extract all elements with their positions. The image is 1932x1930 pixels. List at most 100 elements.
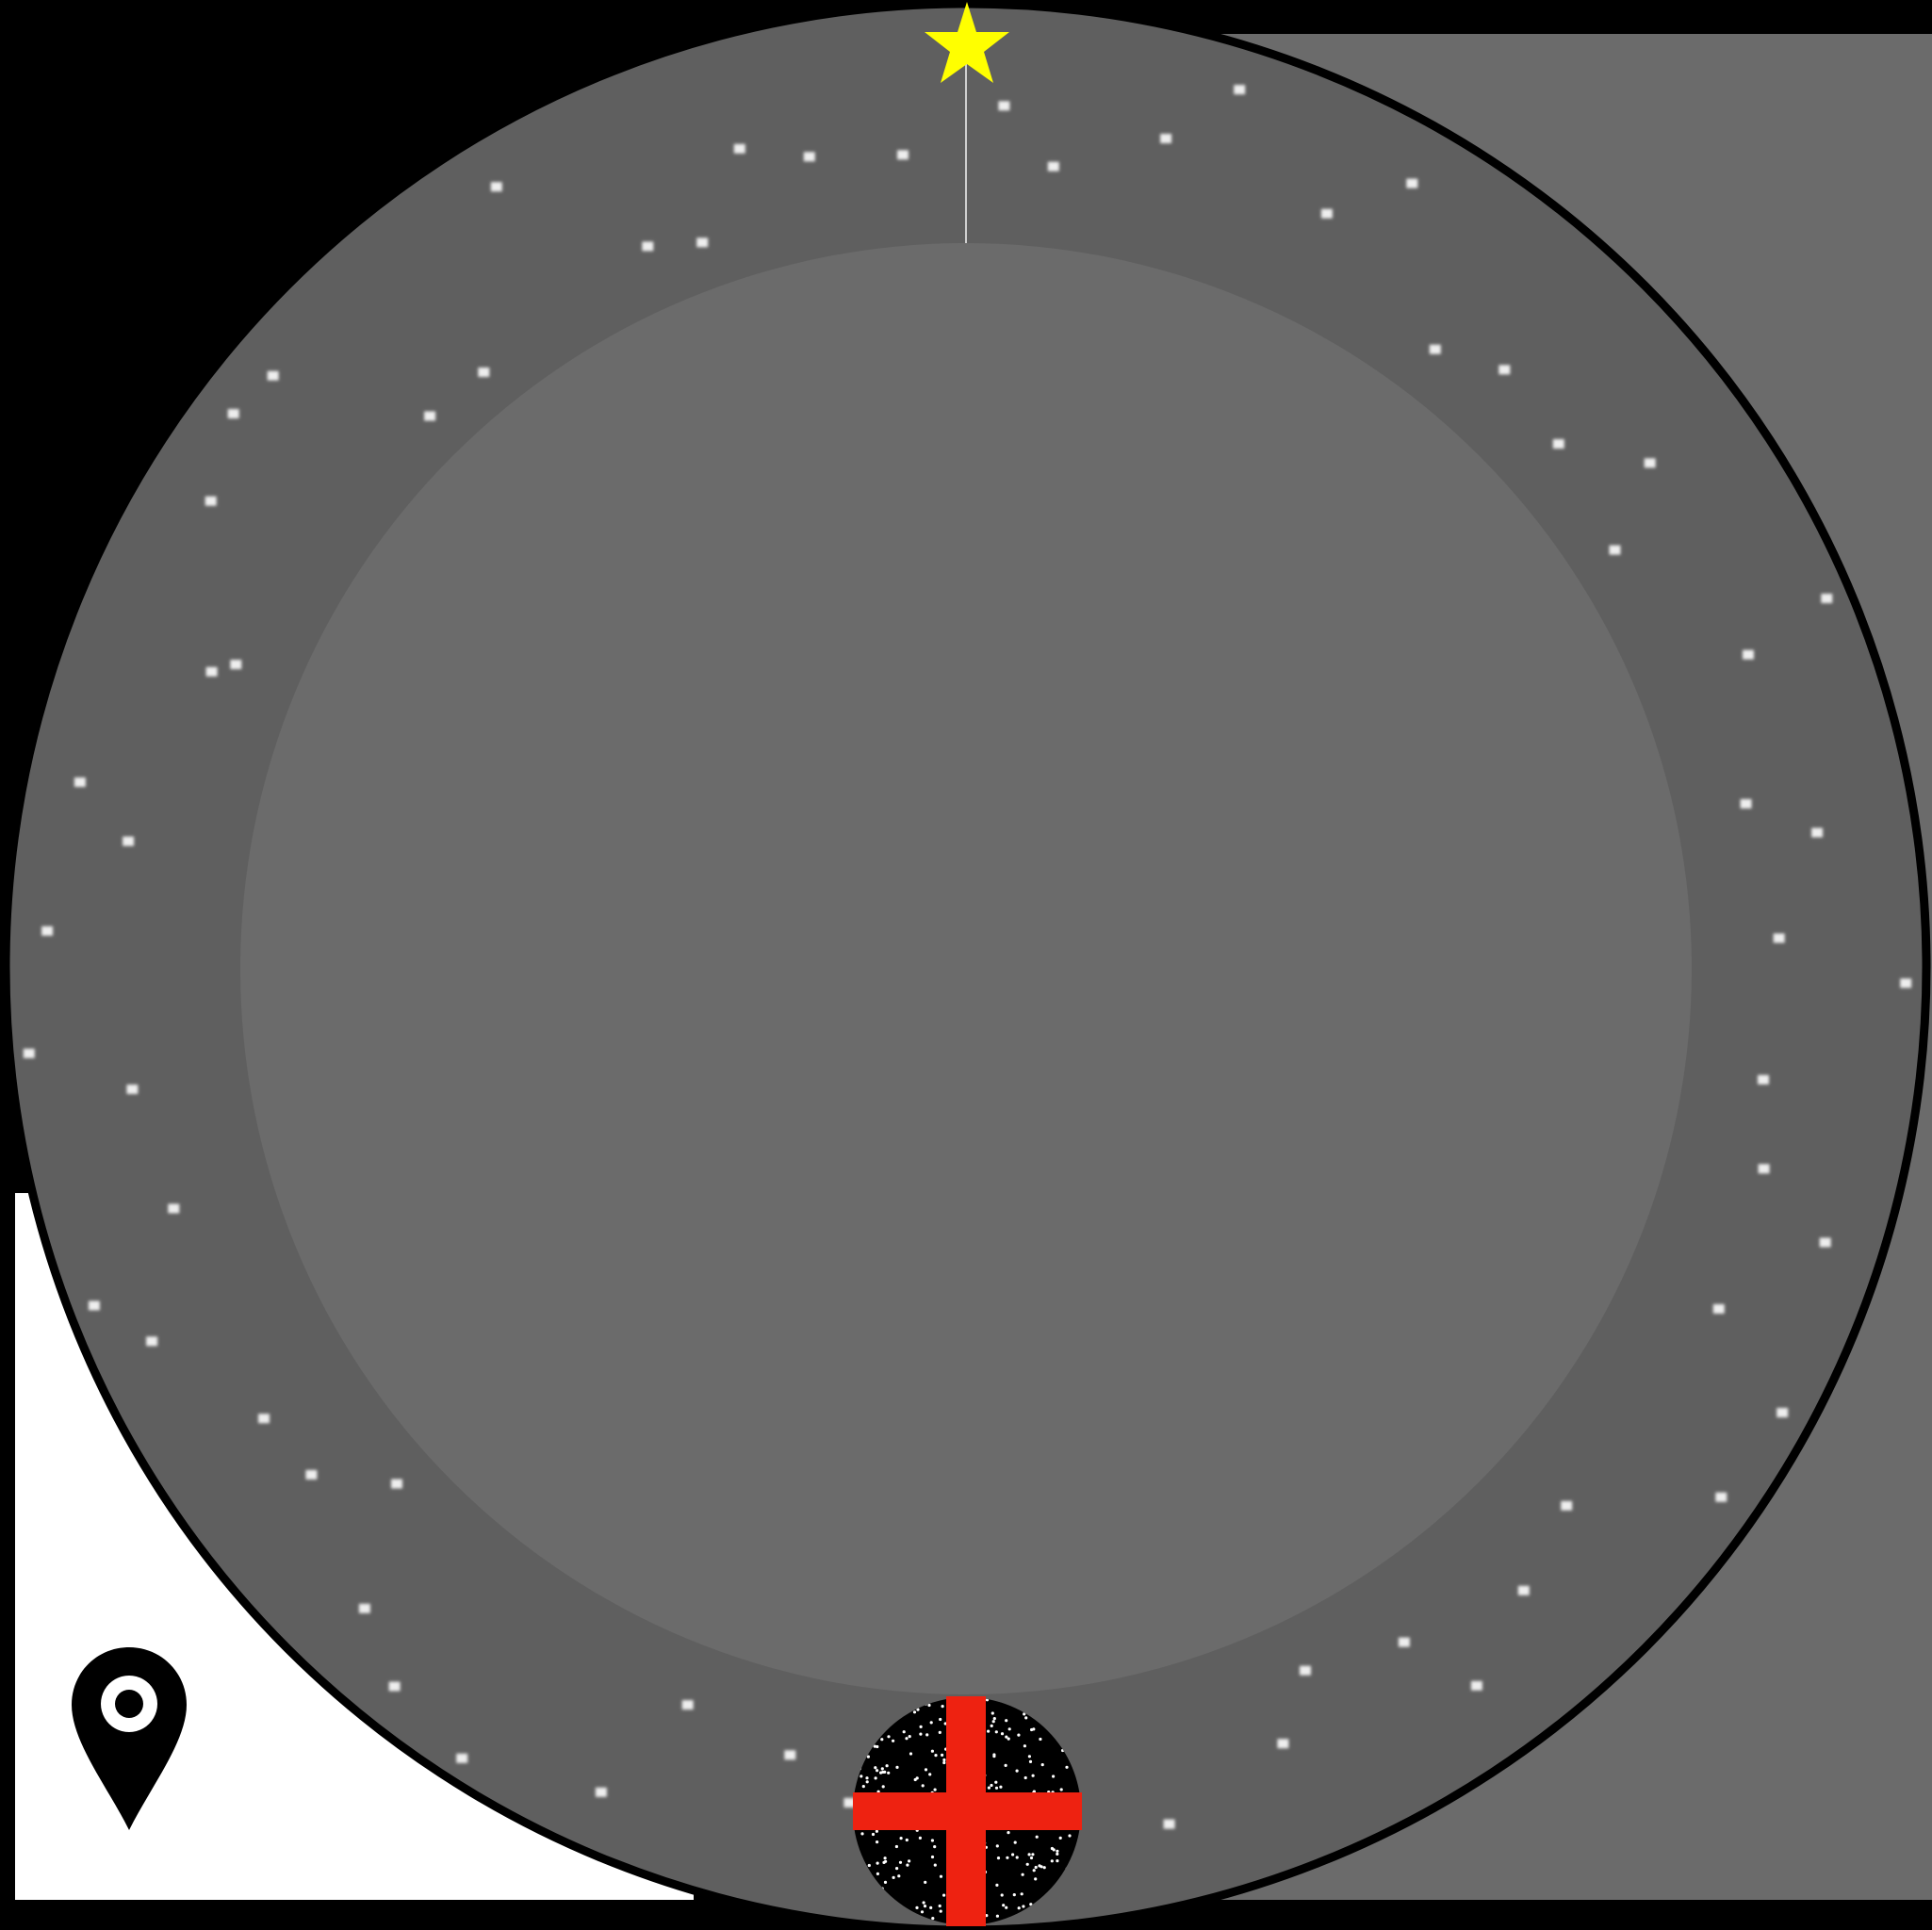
cursor-dot (884, 1856, 887, 1859)
cursor-dot (1051, 1859, 1054, 1862)
ring-particle (1300, 1666, 1311, 1676)
cursor-dot (1001, 1732, 1004, 1735)
ring-particle (123, 837, 134, 846)
cursor-dot (1039, 1738, 1041, 1741)
cursor-dot (1008, 1727, 1011, 1730)
cursor-dot (922, 1784, 925, 1787)
cursor-dot (875, 1776, 877, 1779)
cursor-dot (1016, 1770, 1019, 1773)
cursor-dot (939, 1905, 941, 1907)
cursor-dot (992, 1755, 995, 1758)
cursor-dot (1016, 1856, 1019, 1858)
cursor-dot (923, 1901, 925, 1904)
cursor-dot (860, 1775, 862, 1777)
cursor-dot (1043, 1866, 1046, 1869)
ring-particle (1399, 1638, 1410, 1647)
cursor-dot (925, 1768, 927, 1771)
ring-particle (1743, 650, 1754, 660)
ring-particle (596, 1788, 607, 1797)
map-pin-icon[interactable] (72, 1647, 187, 1830)
cursor-dot (927, 1704, 930, 1707)
cursor-dot (887, 1772, 890, 1775)
ring-particle (804, 152, 815, 161)
ring-particle (1518, 1586, 1530, 1595)
cursor-dot (916, 1776, 919, 1779)
ring-particle (205, 497, 217, 506)
ring-particle (1715, 1493, 1727, 1502)
ring-particle (1820, 1237, 1831, 1247)
ring-particle (1741, 799, 1752, 809)
cursor-dot (930, 1721, 933, 1724)
ring-particle (696, 237, 708, 247)
cursor-dot (1052, 1775, 1055, 1777)
ring-particle (146, 1336, 157, 1346)
ring-particle (1610, 546, 1621, 555)
cursor-dot (995, 1787, 998, 1790)
cursor-dot (920, 1726, 923, 1728)
ring-particle (456, 1754, 467, 1763)
cursor-dot (874, 1766, 876, 1769)
cursor-dot (876, 1745, 878, 1748)
cursor-dot (892, 1740, 894, 1742)
cursor-dot (987, 1730, 990, 1733)
ring-particle (126, 1085, 138, 1094)
cursor-dot (1002, 1904, 1005, 1906)
cursor-dot (940, 1910, 942, 1913)
cursor-dot (879, 1772, 882, 1775)
ring-particle (1774, 934, 1785, 943)
cursor-dot (1021, 1892, 1023, 1895)
cursor-dot (1022, 1905, 1024, 1907)
cursor-dot (883, 1771, 886, 1774)
cursor-dot (934, 1754, 937, 1757)
cursor-dot (991, 1711, 994, 1714)
cursor-dot (868, 1864, 871, 1867)
ring-particle (1048, 162, 1059, 172)
ring-particle (24, 1049, 35, 1058)
cursor-dot (915, 1906, 918, 1909)
cursor-dot (1041, 1763, 1044, 1766)
cursor-dot (1005, 1906, 1007, 1909)
cursor-dot (1034, 1877, 1037, 1880)
ring-particle (359, 1604, 370, 1613)
ring-particle (784, 1750, 795, 1759)
ring-particle (682, 1700, 694, 1709)
cursor-dot (866, 1780, 869, 1783)
cursor-dot (906, 1839, 909, 1841)
cursor[interactable] (853, 1696, 1082, 1926)
cursor-dot (1030, 1856, 1033, 1859)
cursor-dot (876, 1873, 879, 1875)
cursor-dot (900, 1837, 903, 1840)
ring-particle (1645, 458, 1656, 467)
cursor-dot (913, 1710, 916, 1713)
cursor-dot (1032, 1775, 1035, 1777)
cursor-dot (924, 1881, 926, 1884)
cursor-dot (903, 1730, 906, 1733)
ring-particle (1713, 1304, 1725, 1314)
cursor-dot (1035, 1866, 1038, 1869)
cursor-dot (882, 1785, 885, 1788)
cursor-dot (1024, 1716, 1027, 1719)
ring-particle (1277, 1739, 1288, 1748)
ring-particle (230, 660, 241, 669)
cursor-dot (996, 1844, 999, 1847)
cursor-dot (921, 1910, 924, 1913)
ring-particle (89, 1300, 100, 1310)
cursor-dot (931, 1839, 934, 1841)
cursor-dot (1013, 1893, 1016, 1896)
ring-particle (1758, 1075, 1769, 1085)
ring-particle (1406, 179, 1417, 188)
ring-particle (168, 1203, 179, 1213)
inner-disc (240, 243, 1692, 1694)
cursor-dot (1006, 1856, 1008, 1859)
cursor-dot (988, 1787, 991, 1790)
cursor-dot (1040, 1865, 1043, 1868)
cursor-dot (1024, 1776, 1027, 1779)
ring-particle (478, 368, 489, 377)
ring-particle (258, 1414, 270, 1423)
cursor-dot (895, 1845, 898, 1848)
ring-particle (1234, 85, 1245, 94)
cursor-dot (862, 1785, 865, 1788)
cursor-dot (884, 1881, 887, 1884)
ring-particle (1471, 1681, 1482, 1691)
cursor-dot (880, 1738, 883, 1741)
